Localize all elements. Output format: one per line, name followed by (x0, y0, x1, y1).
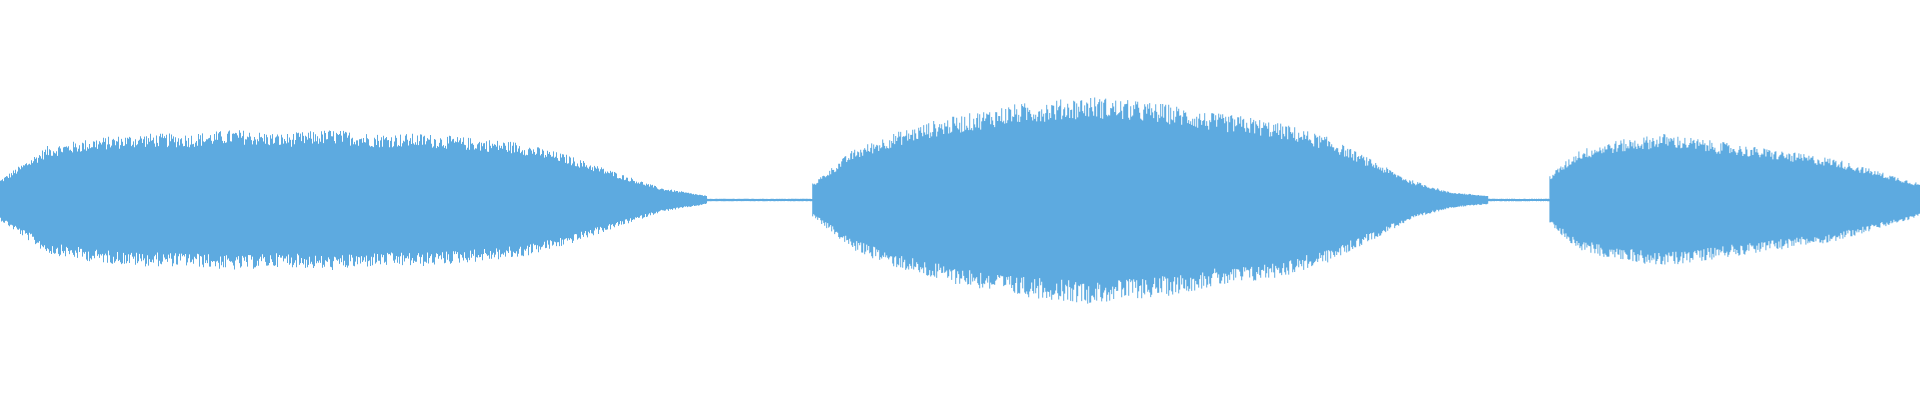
segment-2 (812, 97, 1489, 304)
silence-2-samples (1488, 198, 1550, 202)
segment-2-samples (812, 97, 1489, 304)
silence-1 (706, 198, 813, 202)
segment-1 (0, 130, 707, 270)
segment-1-samples (0, 130, 707, 270)
silence-2 (1488, 198, 1550, 202)
waveform-samples (0, 97, 1920, 304)
segment-3-samples (1549, 134, 1920, 265)
segment-3 (1549, 134, 1920, 265)
silence-1-samples (706, 198, 813, 202)
